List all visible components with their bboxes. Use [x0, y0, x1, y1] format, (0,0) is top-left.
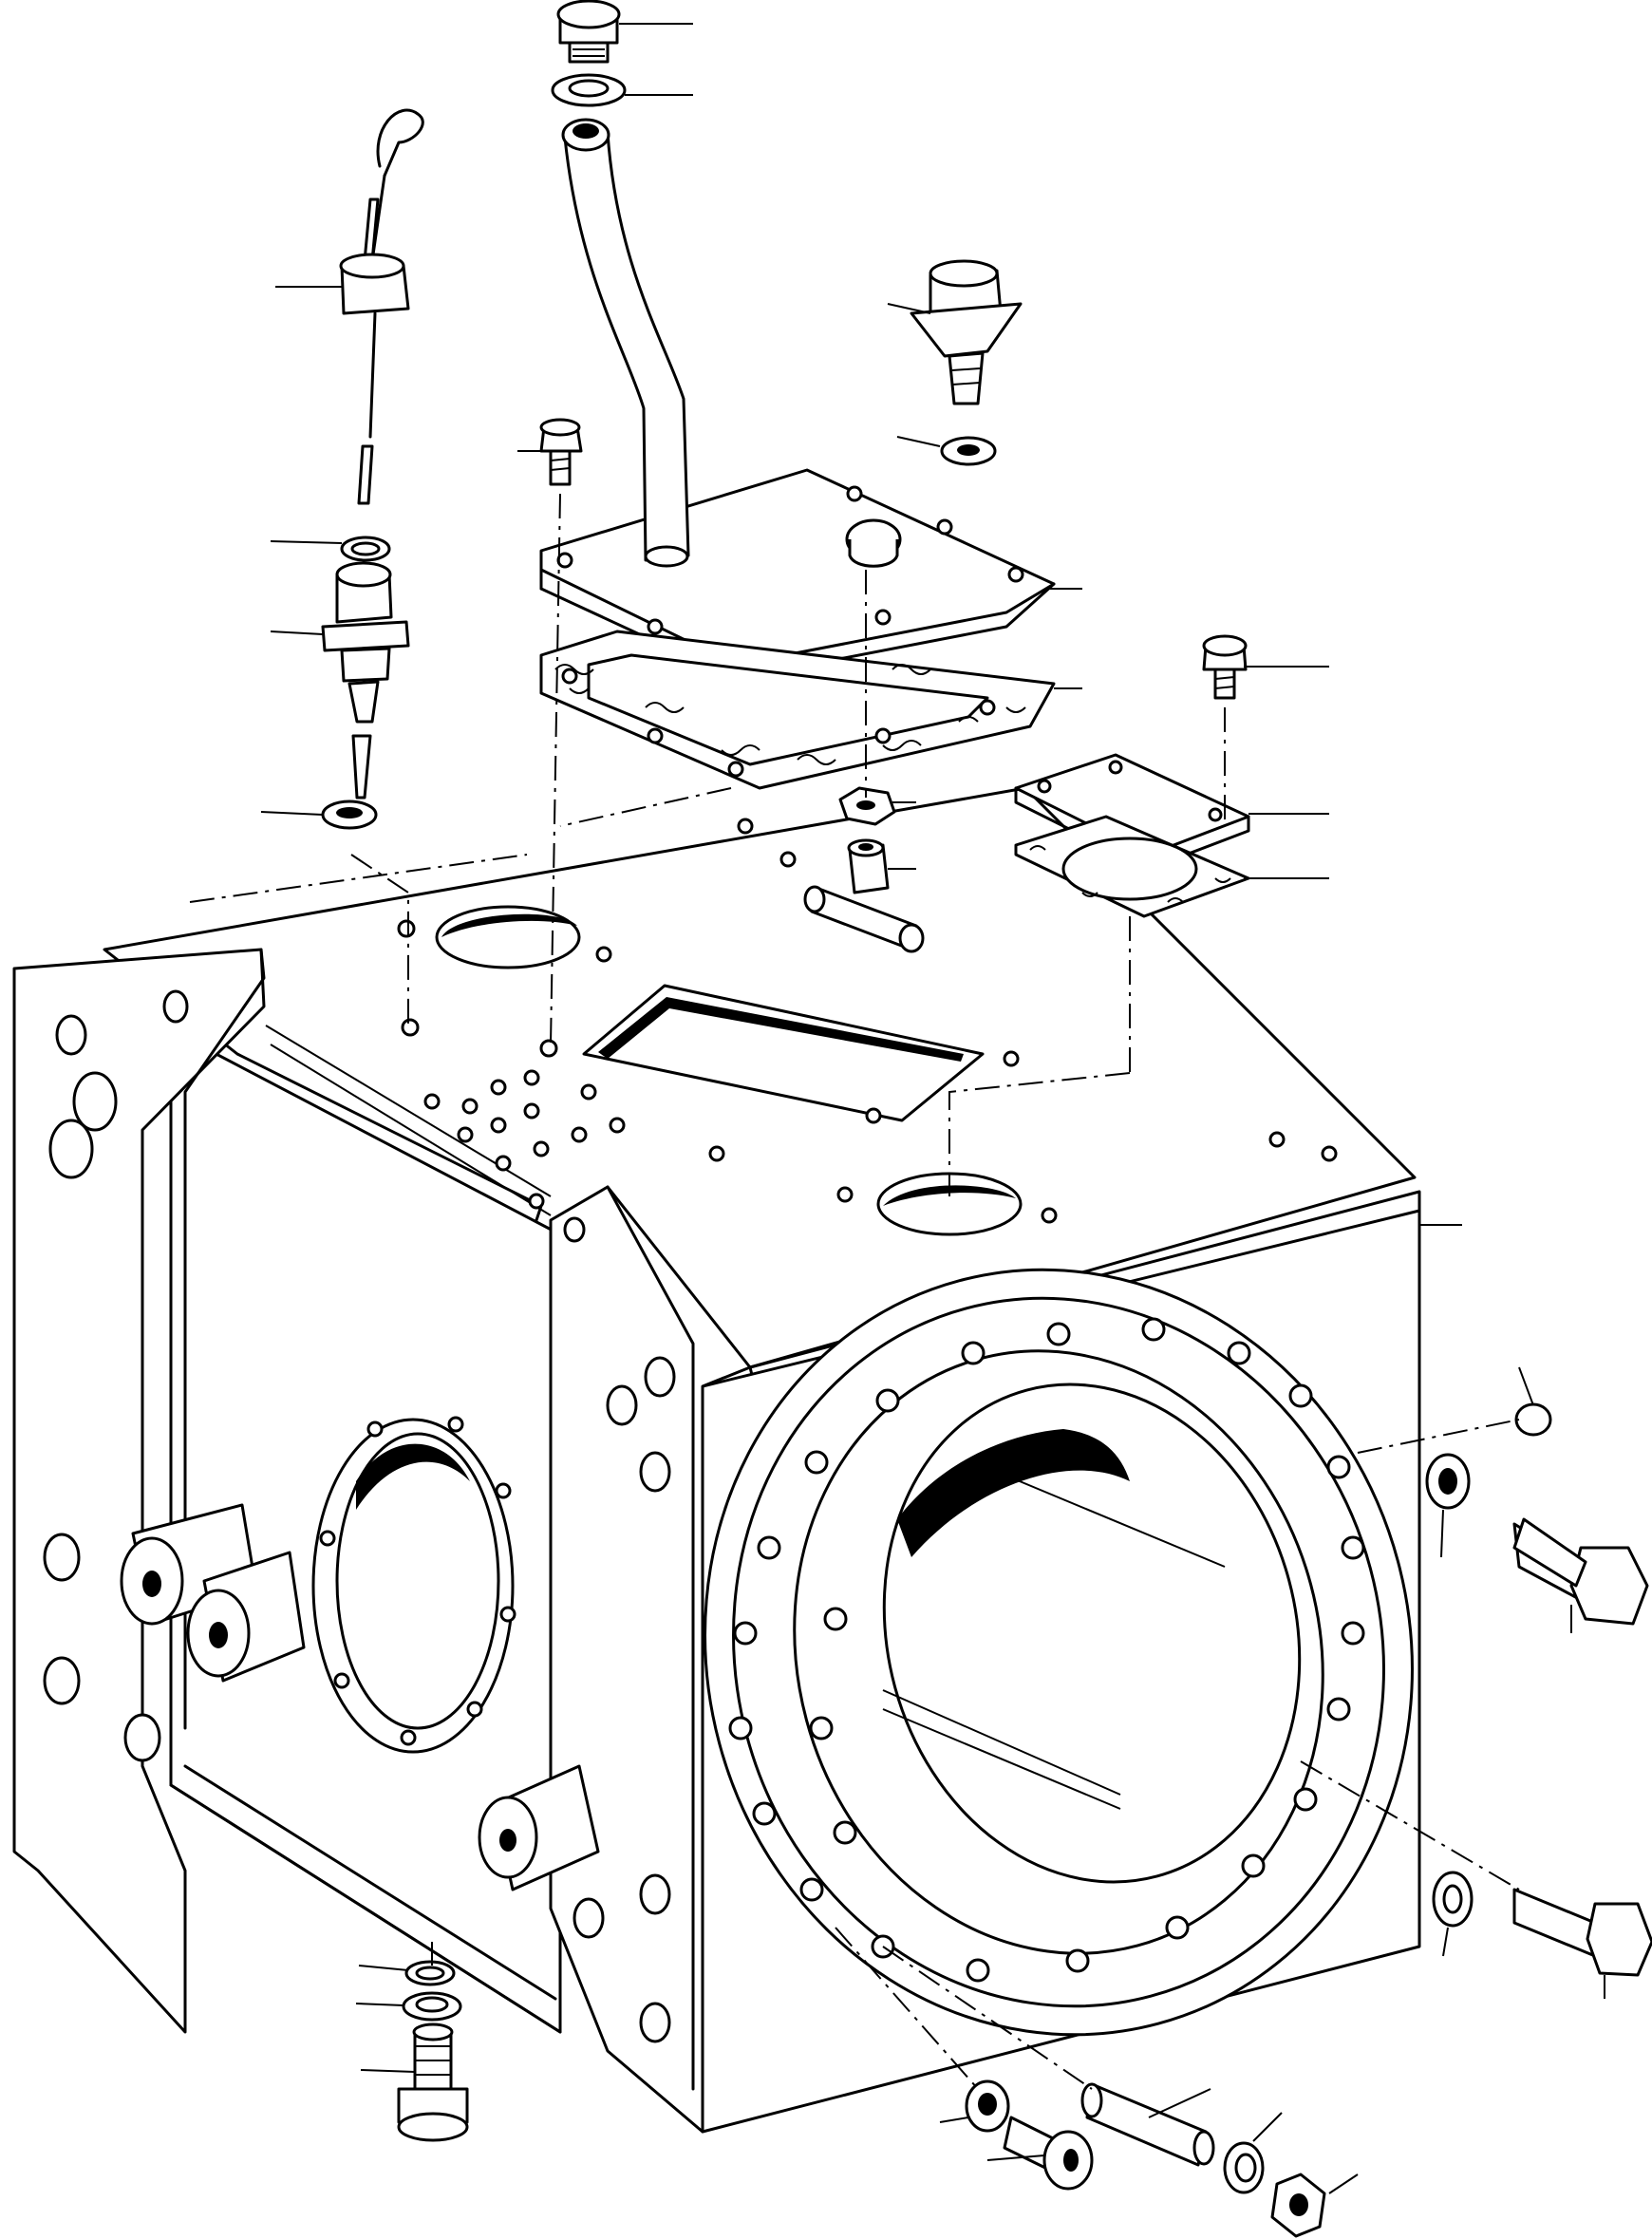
filler-tube [561, 118, 690, 568]
filler-cap [556, 0, 621, 64]
bottom-cap-screw [1003, 2116, 1094, 2191]
side-washer-upper [1425, 1453, 1471, 1510]
drain-washer [402, 1991, 462, 2022]
assembly-lines [189, 493, 1520, 2090]
top-rect-opening [582, 984, 985, 1122]
stud-nut [1270, 2173, 1326, 2238]
side-bore [311, 1416, 516, 1754]
stud [1080, 2082, 1215, 2167]
dipstick-o-ring [340, 536, 391, 562]
tee-fitting [803, 838, 925, 953]
dipstick-guide [321, 561, 410, 800]
drain-o-ring [404, 1960, 456, 1986]
stud-washer [1223, 2141, 1265, 2194]
breather-valve [910, 259, 1023, 405]
small-cover-bolt [1202, 634, 1248, 700]
end-plate-holes [43, 989, 676, 2043]
bottom-washer [965, 2079, 1010, 2133]
main-bore-flange [704, 1268, 1414, 2037]
top-cover-gasket [539, 630, 1056, 790]
dipstick [339, 108, 424, 505]
hex-nut [838, 786, 896, 826]
filler-cap-washer [551, 73, 627, 107]
top-face-details [397, 818, 1338, 1236]
cover-bolt [539, 418, 583, 486]
breather-washer [940, 436, 997, 466]
small-cover-gasket [1014, 815, 1250, 918]
side-washer-lower [1432, 1871, 1474, 1928]
dipstick-washer [321, 800, 378, 830]
side-bolt-lower [1512, 1888, 1652, 1977]
side-plug [1514, 1402, 1552, 1437]
side-bolt-upper [1512, 1517, 1649, 1626]
drain-plug [397, 2023, 469, 2142]
leader-lines [260, 23, 1605, 2194]
